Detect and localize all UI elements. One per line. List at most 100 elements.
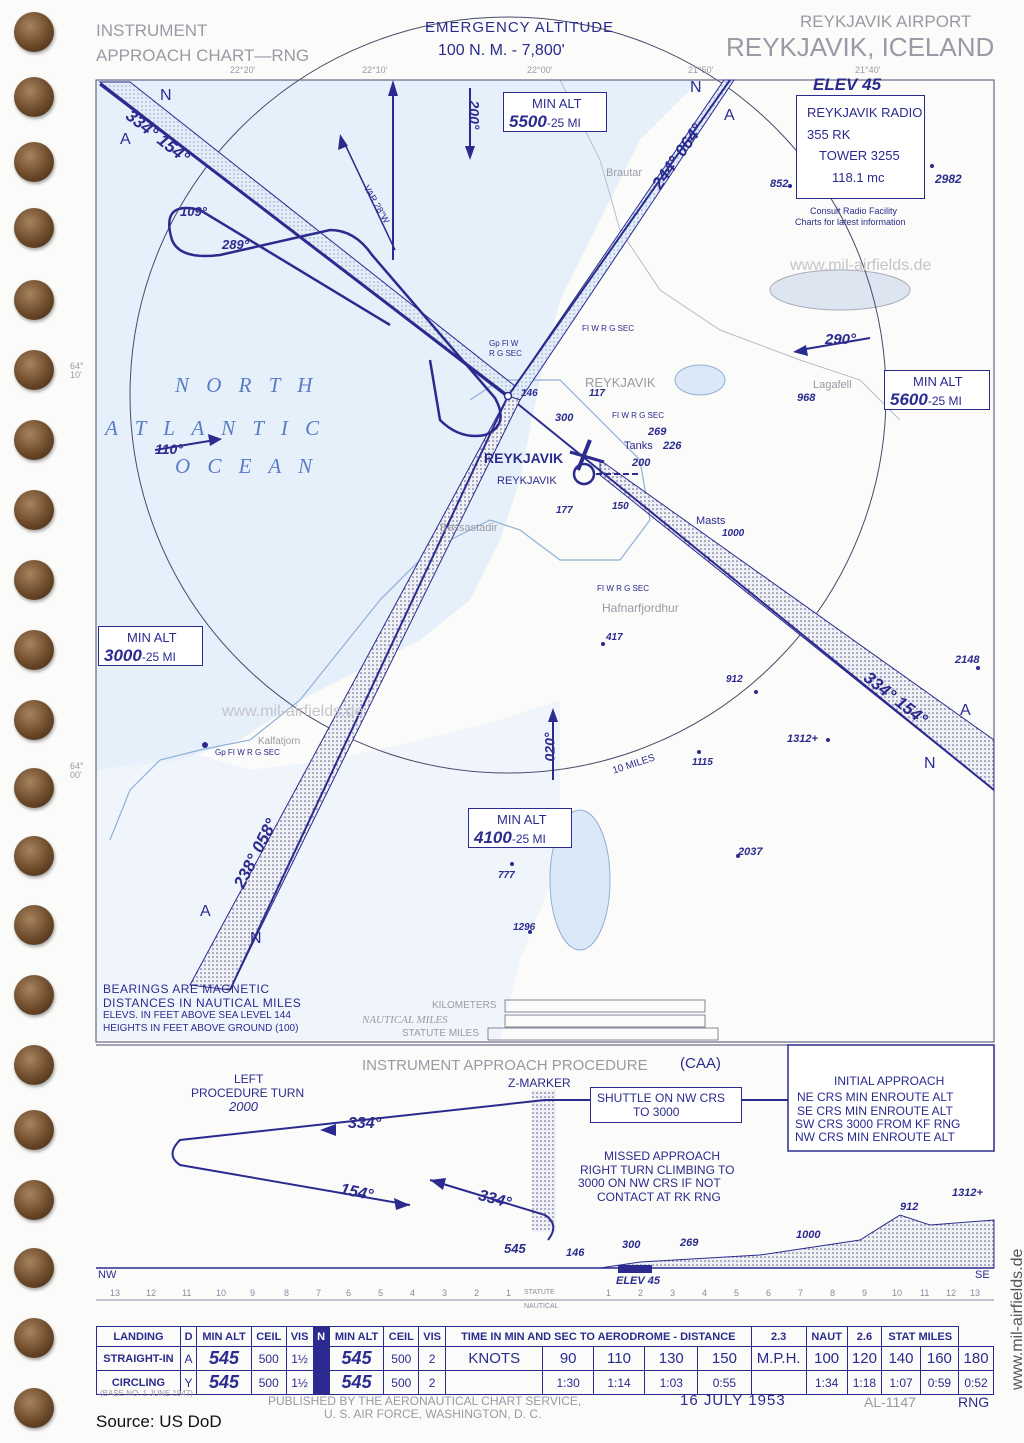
scale-tick: 11	[920, 1288, 930, 1298]
table-cell: 1½	[285, 1370, 314, 1395]
table-cell: 90	[542, 1346, 594, 1371]
place-reykjavik-city: REYKJAVIK	[585, 375, 656, 390]
stat-label: STAT MILES	[881, 1326, 960, 1347]
table-header: CEIL	[250, 1326, 287, 1347]
procedure-turn-altitude: 2000	[229, 1099, 258, 1114]
light-label: FI W R G SEC	[597, 584, 649, 593]
profile-elev: ELEV 45	[616, 1275, 661, 1287]
heading-289: 289°	[222, 237, 249, 252]
missed-approach-1: MISSED APPROACH	[604, 1149, 721, 1163]
place-reykjavik-airport: REYKJAVIK	[484, 450, 564, 466]
left-label: LEFT	[234, 1072, 264, 1086]
longitude-label: 21°50'	[688, 65, 714, 75]
naut-label: NAUT	[805, 1326, 848, 1347]
initial-approach-se: SE CRS MIN ENROUTE ALT	[797, 1104, 953, 1118]
profile-146: 146	[566, 1247, 585, 1259]
elevation: 117	[589, 388, 605, 399]
place-reykjavik-range: REYKJAVIK	[497, 475, 557, 487]
table-cell: 1:03	[644, 1370, 699, 1395]
scale-tick: 2	[638, 1288, 644, 1298]
binding-ring	[14, 490, 54, 530]
table-cell	[750, 1370, 807, 1395]
procedure-title: INSTRUMENT APPROACH PROCEDURE	[362, 1057, 648, 1074]
elevation: 1296	[513, 922, 536, 933]
distance-nautical: 2.3	[750, 1326, 807, 1347]
min-alt-suffix: -25 MI	[511, 832, 546, 846]
missed-approach-2: RIGHT TURN CLIMBING TO	[580, 1163, 735, 1177]
min-alt-suffix: -25 MI	[141, 650, 176, 664]
scale-tick: 6	[766, 1288, 772, 1298]
table-cell	[445, 1370, 544, 1395]
table-cell: 1:07	[881, 1370, 921, 1395]
emergency-altitude-value: 100 N. M. - 7,800'	[438, 42, 565, 59]
longitude-label: 22°00'	[527, 65, 553, 75]
table-header: CEIL	[383, 1326, 420, 1347]
note-heights: HEIGHTS IN FEET ABOVE GROUND (100)	[103, 1023, 299, 1034]
min-alt-value: 5600	[890, 390, 928, 409]
masts-label: Masts	[696, 515, 726, 527]
lake	[674, 364, 726, 396]
scale-statute: STATUTE MILES	[402, 1028, 479, 1039]
scale-tick: 6	[346, 1288, 352, 1298]
table-cell: 1½	[285, 1346, 314, 1371]
table-cell: 500	[250, 1370, 287, 1395]
elevation: 417	[606, 632, 623, 643]
table-cell: 1:34	[805, 1370, 848, 1395]
scale-tick: 4	[410, 1288, 416, 1298]
table-cell: 150	[697, 1346, 752, 1371]
profile-269: 269	[680, 1237, 699, 1249]
table-cell: CIRCLING	[96, 1370, 181, 1395]
scale-tick: 7	[798, 1288, 804, 1298]
table-cell: 180	[958, 1346, 994, 1371]
table-cell: 110	[592, 1346, 646, 1371]
min-alt-suffix: -25 MI	[546, 116, 581, 130]
light-label: FI W R G SEC	[612, 411, 664, 420]
scale-tick: 13	[970, 1288, 981, 1298]
publisher-line2: U. S. AIR FORCE, WASHINGTON, D. C.	[324, 1407, 542, 1421]
scale-tick: 2	[474, 1288, 480, 1298]
airport-location: REYKJAVIK, ICELAND	[726, 32, 995, 62]
signal-letter: N	[160, 87, 172, 104]
elevation: 1115	[692, 757, 713, 768]
binding-ring	[14, 142, 54, 182]
binding-ring	[14, 420, 54, 460]
binding-ring	[14, 77, 54, 117]
light-label: R G SEC	[489, 349, 522, 358]
map-frame	[95, 79, 995, 1043]
min-alt-label: MIN ALT	[532, 96, 582, 111]
scale-tick: 7	[316, 1288, 322, 1298]
table-cell: 545	[196, 1346, 252, 1371]
binding-ring	[14, 1248, 54, 1288]
scale-tick: 8	[830, 1288, 836, 1298]
min-alt-box-west: MIN ALT 3000-25 MI	[98, 626, 203, 666]
note-elevations: ELEVS. IN FEET ABOVE SEA LEVEL 144	[103, 1010, 291, 1021]
note-bearings: BEARINGS ARE MAGNETIC	[103, 982, 270, 996]
holding-pattern	[167, 206, 502, 438]
airport-symbol	[572, 462, 596, 486]
shuttle-line1: SHUTTLE ON NW CRS	[597, 1091, 726, 1105]
place-brautar: Brautar	[606, 167, 643, 179]
missed-approach-4: CONTACT AT RK RNG	[597, 1190, 721, 1204]
table-cell: 545	[328, 1370, 385, 1395]
initial-approach-nw: NW CRS MIN ENROUTE ALT	[795, 1130, 955, 1144]
elevation: 177	[556, 505, 573, 516]
scale-statute: STATUTE	[524, 1289, 555, 1296]
chart-date: 16 JULY 1953	[680, 1392, 786, 1409]
min-alt-label: MIN ALT	[913, 374, 963, 389]
chart-rng: RNG	[958, 1394, 990, 1410]
min-alt-box-north: MIN ALT 5500-25 MI	[503, 92, 607, 132]
ocean-label-2: A T L A N T I C	[105, 416, 326, 440]
scale-tick: 10	[892, 1288, 903, 1298]
profile-912: 912	[900, 1201, 919, 1213]
binding-ring	[14, 700, 54, 740]
ocean-label-3: O C E A N	[175, 454, 319, 478]
table-cell: 545	[196, 1370, 252, 1395]
scale-tick: 5	[378, 1288, 384, 1298]
table-cell: 140	[881, 1346, 921, 1371]
table-cell: 1:30	[542, 1370, 594, 1395]
elevation: 226	[663, 440, 682, 452]
table-cell: 500	[383, 1346, 420, 1371]
chart-code: AL-1147	[864, 1394, 916, 1410]
elevation: 968	[797, 392, 816, 404]
profile-300: 300	[622, 1239, 641, 1251]
